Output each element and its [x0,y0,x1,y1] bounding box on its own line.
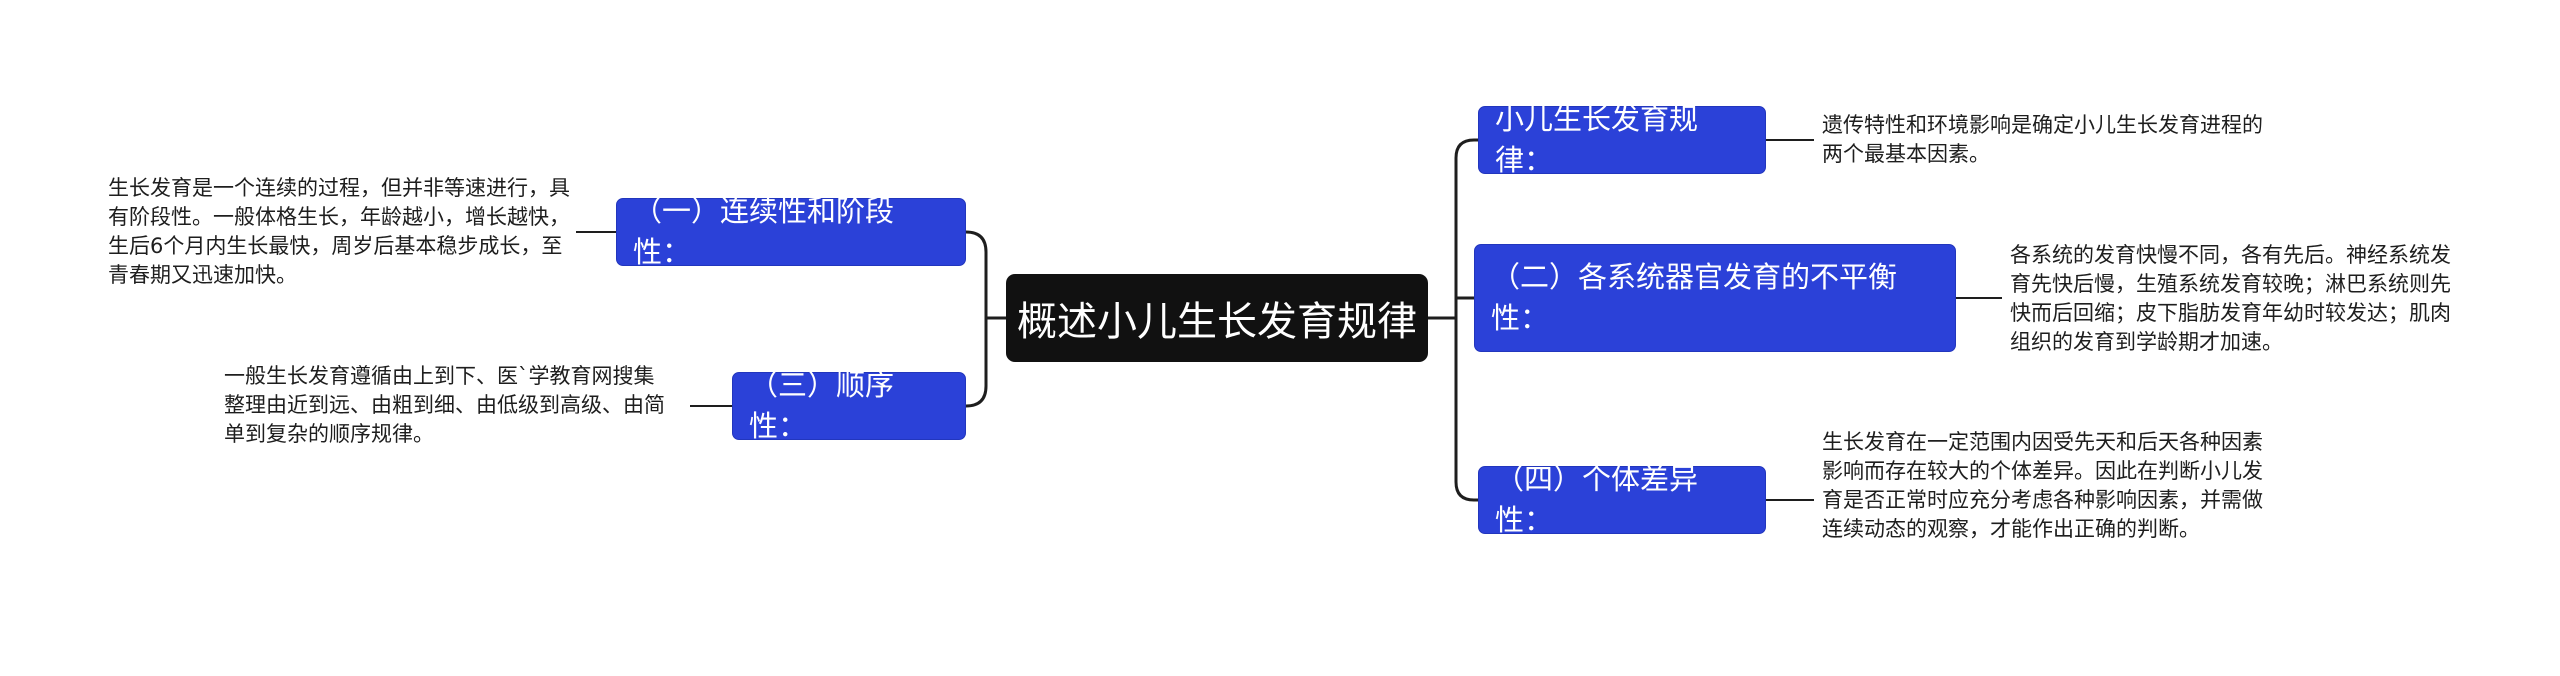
branch-sequence-label: （三）顺序性： [749,368,895,443]
note-sequence: 一般生长发育遵循由上到下、医`学教育网搜集整理由近到远、由粗到细、由低级到高级、… [224,364,665,446]
note-continuity: 生长发育是一个连续的过程，但并非等速进行，具有阶段性。一般体格生长，年龄越小，增… [108,176,570,287]
note-genetics: 遗传特性和环境影响是确定小儿生长发育进程的两个最基本因素。 [1822,113,2263,166]
branch-unbalanced-development-label: （二）各系统器官发育的不平衡性： [1491,260,1898,335]
connector-right-trunk [1454,138,1475,502]
branch-continuity-label: （一）连续性和阶段性： [633,194,895,269]
branch-individual-difference[interactable]: （四）个体差异性： [1478,462,1766,537]
branch-continuity[interactable]: （一）连续性和阶段性： [616,194,966,269]
note-individual-difference: 生长发育在一定范围内因受先天和后天各种因素影响而存在较大的个体差异。因此在判断小… [1822,430,2263,541]
central-topic-label: 概述小儿生长发育规律 [1017,299,1417,345]
connector-left-trunk [965,230,988,408]
branch-genetics-label: 小儿生长发育规律： [1495,102,1699,177]
branch-genetics[interactable]: 小儿生长发育规律： [1478,102,1766,177]
branch-individual-difference-label: （四）个体差异性： [1495,462,1699,537]
branch-unbalanced-development[interactable]: （二）各系统器官发育的不平衡性： [1474,244,1956,352]
branch-sequence[interactable]: （三）顺序性： [732,368,966,443]
note-unbalanced-development: 各系统的发育快慢不同，各有先后。神经系统发育先快后慢，生殖系统发育较晚；淋巴系统… [2010,243,2451,354]
central-topic[interactable]: 概述小儿生长发育规律 [1006,274,1428,362]
